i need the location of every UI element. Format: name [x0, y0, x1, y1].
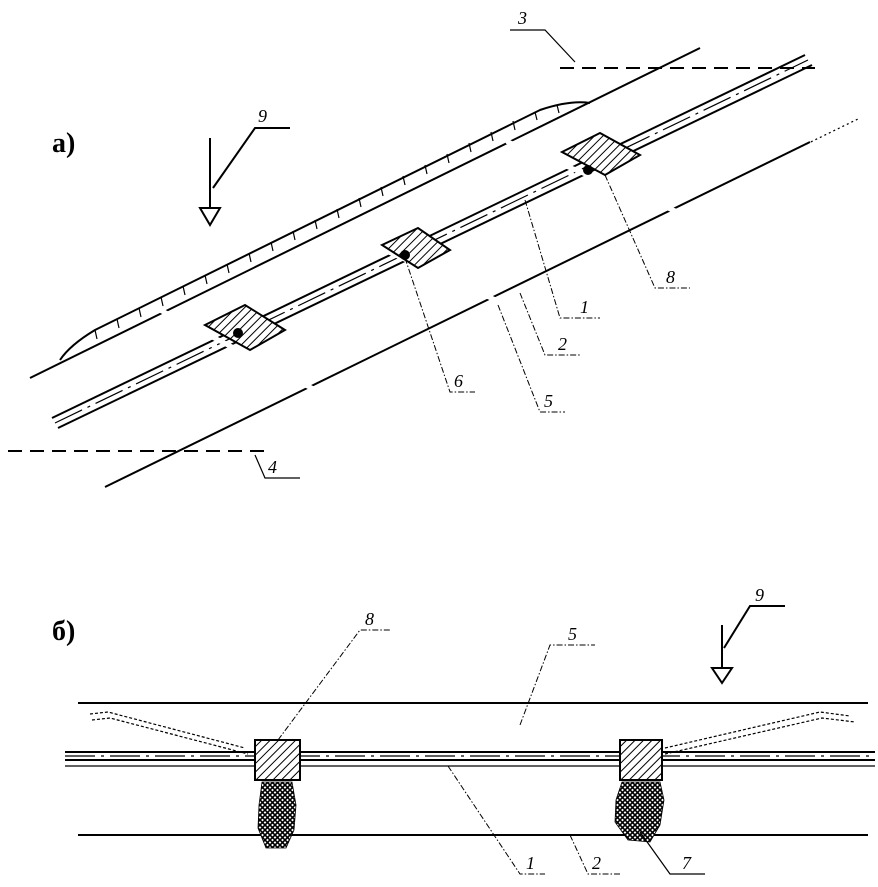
callout-a-3-group: 3 — [510, 8, 576, 63]
callout-b-5: 5 — [568, 624, 577, 644]
lateral-drain-1 — [157, 303, 328, 398]
coupling-left — [254, 739, 301, 781]
lateral-drain-2 — [337, 226, 503, 305]
filter-bulb-right — [614, 781, 665, 843]
coupling-right — [619, 739, 663, 781]
callout-b-8-group: 8 — [277, 609, 390, 741]
callout-a-4: 4 — [268, 457, 277, 477]
lower-boundary-dotted — [639, 117, 861, 226]
lateral-drain-zigzag — [89, 710, 856, 755]
callout-b-2: 2 — [592, 853, 601, 873]
callout-a-5: 5 — [544, 391, 553, 411]
callout-a-1: 1 — [580, 297, 589, 317]
callout-b-5-group: 5 — [519, 624, 595, 726]
callout-a-4-group: 4 — [254, 454, 300, 479]
view-b: б) — [52, 585, 875, 875]
callout-a-2-group: 2 — [519, 292, 580, 356]
callout-b-2-group: 2 — [569, 834, 620, 875]
callout-a-6-group: 6 — [404, 257, 475, 393]
view-a: а) — [8, 8, 861, 488]
lower-boundary-line — [104, 141, 811, 488]
view-b-label: б) — [52, 616, 75, 647]
callout-b-9: 9 — [755, 585, 764, 605]
callout-a-5-group: 5 — [497, 304, 565, 413]
view-a-label: а) — [52, 128, 75, 159]
callout-a-1-group: 1 — [524, 199, 600, 319]
callout-b-7: 7 — [682, 853, 692, 873]
filter-bulb-left — [257, 781, 297, 849]
callout-b-1: 1 — [526, 853, 535, 873]
callout-b-7-group: 7 — [639, 831, 705, 875]
lateral-drain-3 — [505, 131, 688, 218]
main-pipe-section — [65, 751, 875, 767]
slope-embankment — [29, 47, 701, 379]
callout-b-8: 8 — [365, 609, 374, 629]
flow-arrow-9: 9 — [198, 106, 290, 227]
callout-a-8: 8 — [666, 267, 675, 287]
callout-a-2: 2 — [558, 334, 567, 354]
flow-arrow-9-b: 9 — [710, 585, 785, 685]
callout-b-1-group: 1 — [447, 765, 545, 875]
callout-a-8-group: 8 — [604, 174, 690, 289]
callout-a-3: 3 — [517, 8, 527, 28]
callout-a-6: 6 — [454, 371, 463, 391]
callout-a-9: 9 — [258, 106, 267, 126]
